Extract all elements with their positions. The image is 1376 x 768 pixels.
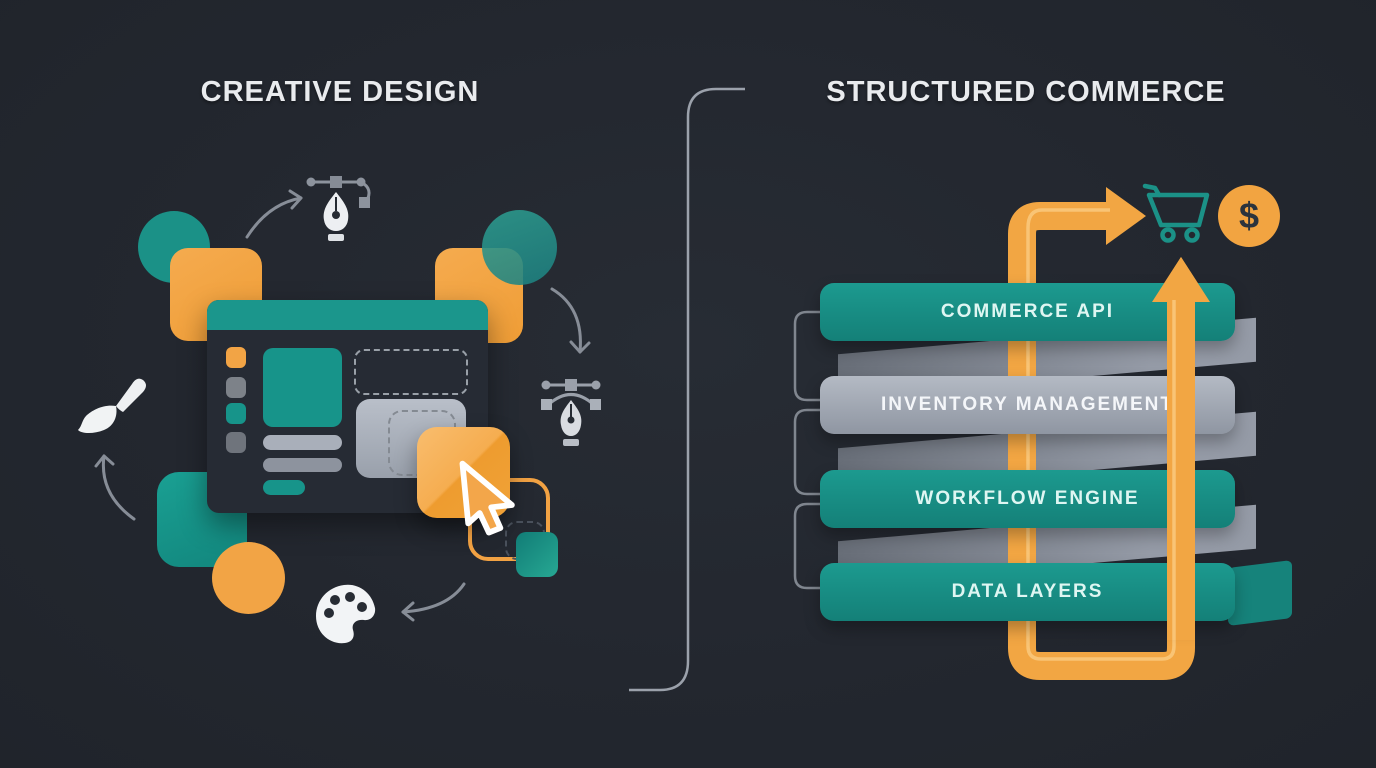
dollar-symbol: $ bbox=[1238, 195, 1260, 236]
arrowhead-up-icon bbox=[1152, 257, 1210, 302]
curved-arrow-topleft bbox=[245, 196, 303, 239]
pen-tool-icon bbox=[306, 176, 371, 241]
sidebar-swatch-gray2 bbox=[226, 432, 246, 453]
layer-bar-label: WORKFLOW ENGINE bbox=[915, 488, 1140, 509]
dollar-coin-icon: $ bbox=[1218, 185, 1280, 247]
layer-bar-label: INVENTORY MANAGEMENT bbox=[880, 394, 1174, 415]
selection-dashed-rect bbox=[354, 349, 468, 395]
canvas-teal-rect bbox=[263, 348, 342, 427]
arrowhead-right-icon bbox=[1106, 187, 1146, 245]
curved-arrows bbox=[94, 189, 591, 622]
sidebar-swatch-gray1 bbox=[226, 377, 246, 398]
window-titlebar bbox=[207, 300, 488, 330]
orange-circle-bottom bbox=[212, 542, 285, 614]
left-panel-title: CREATIVE DESIGN bbox=[200, 76, 480, 108]
shopping-cart-icon bbox=[1142, 183, 1210, 243]
text-placeholder-line2 bbox=[263, 458, 342, 472]
palette-icon bbox=[316, 584, 376, 644]
layer-bar-label: COMMERCE API bbox=[940, 301, 1115, 322]
curved-arrow-bottom bbox=[401, 582, 466, 614]
curved-arrow-right bbox=[550, 287, 582, 354]
divider-line bbox=[629, 87, 745, 692]
sidebar-swatch-teal bbox=[226, 403, 246, 424]
curved-arrow-left bbox=[101, 454, 136, 521]
layer-bar-inventory-management: INVENTORY MANAGEMENT bbox=[820, 376, 1235, 434]
layer-bar-label: DATA LAYERS bbox=[951, 581, 1104, 602]
teal-circle-topright bbox=[482, 210, 557, 285]
teal-square-small bbox=[516, 532, 558, 577]
paintbrush-icon bbox=[78, 378, 146, 433]
loop-highlight-stripe bbox=[1026, 208, 1176, 661]
bezier-pen-icon bbox=[541, 379, 601, 446]
text-placeholder-line1 bbox=[263, 435, 342, 450]
bracket-connectors bbox=[793, 310, 820, 590]
teal-accent-pill bbox=[263, 480, 305, 495]
layer-bar-data-layers: DATA LAYERS bbox=[820, 563, 1235, 621]
bracket-connector-2 bbox=[793, 408, 820, 496]
cursor-icon bbox=[459, 460, 515, 536]
right-panel-title: STRUCTURED COMMERCE bbox=[826, 76, 1226, 108]
sidebar-swatch-orange bbox=[226, 347, 246, 368]
bracket-connector-1 bbox=[793, 310, 820, 402]
layer-bar-workflow-engine: WORKFLOW ENGINE bbox=[820, 470, 1235, 528]
bracket-connector-3 bbox=[793, 502, 820, 590]
